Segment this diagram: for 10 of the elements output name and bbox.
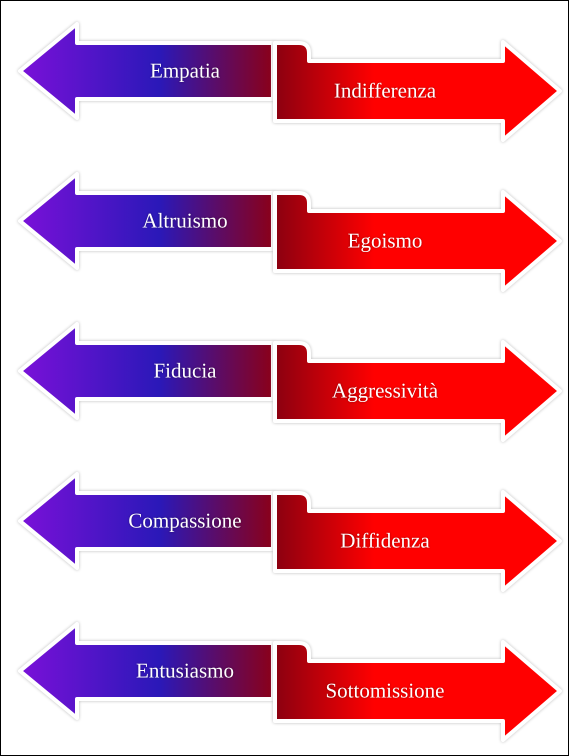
- arrow-label: Entusiasmo: [136, 658, 234, 684]
- arrow-label: Compassione: [128, 508, 242, 534]
- arrow-label: Fiducia: [154, 358, 216, 384]
- arrow-label: Indifferenza: [334, 78, 436, 104]
- arrow-label: Diffidenza: [340, 528, 430, 554]
- arrow-label: Altruismo: [142, 208, 228, 234]
- arrow-label: Egoismo: [348, 228, 422, 254]
- arrow-label: Empatia: [150, 58, 220, 84]
- arrow-label: Sottomissione: [325, 678, 445, 704]
- arrow-label: Aggressività: [332, 378, 438, 404]
